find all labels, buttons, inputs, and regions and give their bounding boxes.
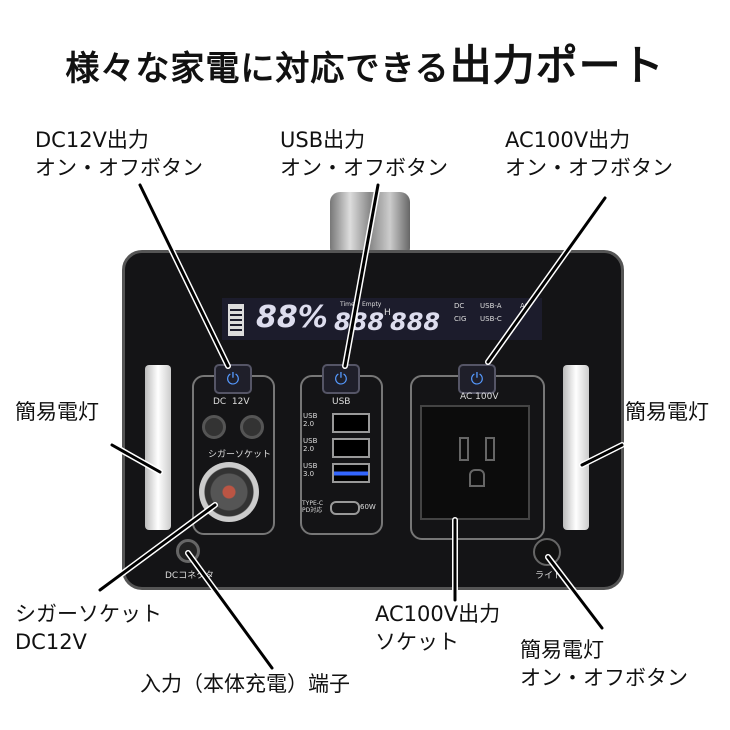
ac-power-button[interactable]: ⏻	[458, 364, 496, 394]
callout-ac-button: AC100V出力オン・オフボタン	[505, 126, 673, 182]
callout-lamp-left: 簡易電灯	[15, 400, 99, 424]
power-icon: ⏻	[470, 369, 484, 388]
indicator-cig: CIG	[454, 315, 467, 323]
callout-line: オン・オフボタン	[520, 666, 688, 690]
callout-usb-button: USB出力オン・オフボタン	[280, 126, 448, 182]
callout-dc-button: DC12V出力オン・オフボタン	[35, 126, 203, 182]
callout-line: 簡易電灯	[520, 638, 604, 662]
dc-port-1	[202, 415, 226, 439]
typec-port	[330, 501, 360, 515]
ac-outlet	[420, 405, 530, 520]
callout-line: AC100V出力	[505, 128, 631, 152]
lamp-left	[145, 365, 171, 530]
usb-port-1	[332, 413, 370, 433]
typec-label: TYPE-C PD対応	[302, 500, 324, 514]
usb-port-3	[332, 463, 370, 483]
energy-digits: 888	[390, 308, 441, 336]
callout-ac-socket: AC100V出力ソケット	[375, 600, 500, 656]
callout-line: オン・オフボタン	[280, 156, 448, 180]
usb-port-label: USB 2.0	[303, 412, 318, 428]
dc-power-button[interactable]: ⏻	[214, 364, 252, 394]
lcd-display: 88% Time Empty 888 H 888 DC USB-A AC CIG…	[222, 298, 542, 340]
callout-lamp-right: 簡易電灯	[625, 400, 709, 424]
title-emphasis: 出力ポート	[449, 41, 665, 90]
callout-line: DC12V	[15, 630, 87, 654]
usb-port-2	[332, 438, 370, 458]
callout-line: シガーソケット	[15, 602, 162, 626]
dc-connector-label: DCコネクタ	[165, 571, 214, 581]
dc-port-2	[240, 415, 264, 439]
energy-label: Empty	[362, 301, 382, 308]
battery-icon	[228, 304, 244, 336]
dc-label: DC 12V	[213, 397, 250, 407]
title-main: 様々な家電に対応できる	[65, 49, 450, 89]
usb-label: USB	[332, 397, 351, 407]
callout-line: USB出力	[280, 128, 366, 152]
typec-watt: 60W	[360, 503, 376, 511]
power-icon: ⏻	[334, 369, 348, 388]
usb-port-label: USB 2.0	[303, 437, 318, 453]
light-label: ライト	[535, 571, 563, 581]
usb-port-label: USB 3.0	[303, 462, 318, 478]
indicator-usb-c: USB-C	[480, 315, 502, 323]
time-digits: 888	[334, 308, 385, 336]
usb-power-button[interactable]: ⏻	[322, 364, 360, 394]
battery-percent: 88%	[256, 300, 328, 335]
callout-input: 入力（本体充電）端子	[140, 672, 350, 696]
callout-line: オン・オフボタン	[505, 156, 673, 180]
callout-line: ソケット	[375, 630, 459, 654]
page-title: 様々な家電に対応できる出力ポート	[0, 32, 730, 93]
callout-cigar: シガーソケット DC12V	[15, 600, 162, 656]
callout-line: オン・オフボタン	[35, 156, 203, 180]
indicator-dc: DC	[454, 302, 465, 310]
callout-light-button: 簡易電灯オン・オフボタン	[520, 636, 688, 692]
power-icon: ⏻	[226, 369, 240, 388]
ac-label: AC 100V	[460, 392, 499, 402]
light-button[interactable]	[533, 538, 561, 566]
hour-unit: H	[384, 308, 391, 318]
indicator-usb-a: USB-A	[480, 302, 502, 310]
callout-line: AC100V出力	[375, 602, 501, 626]
callout-line: DC12V出力	[35, 128, 149, 152]
cigar-label: シガーソケット	[208, 450, 272, 460]
lamp-right	[563, 365, 589, 530]
time-label: Time	[340, 301, 355, 308]
